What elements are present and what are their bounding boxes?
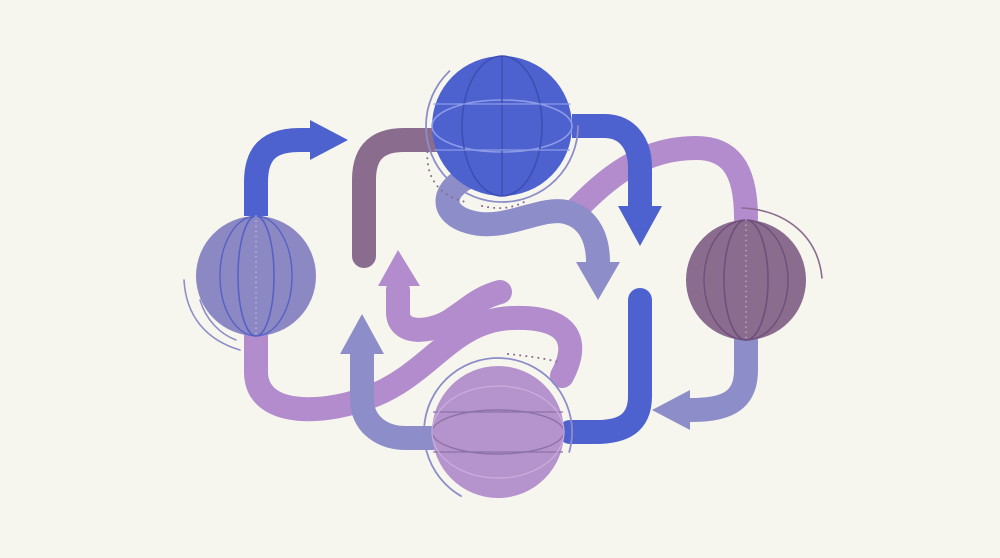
periwinkle-arrow-bottom-to-left xyxy=(340,314,452,450)
periwinkle-arrow-top-to-center xyxy=(435,164,620,300)
blue-arrow-top-to-right xyxy=(572,114,662,246)
blue-arrow-left-to-top xyxy=(244,120,348,216)
lilac-arrow-left-sphere-loop xyxy=(244,305,583,422)
bottom-sphere xyxy=(423,357,573,507)
blue-arrow-right-to-bottom xyxy=(558,288,652,444)
top-sphere xyxy=(425,49,579,203)
right-sphere xyxy=(686,207,823,341)
periwinkle-arrow-right-to-bottom xyxy=(652,328,758,430)
lilac-arrow-to-right-sphere xyxy=(560,136,758,230)
lilac-arrow-center-up xyxy=(378,250,512,342)
left-sphere xyxy=(183,215,316,351)
plum-arrow-top-left xyxy=(352,128,448,268)
dotted-arc xyxy=(426,145,467,203)
